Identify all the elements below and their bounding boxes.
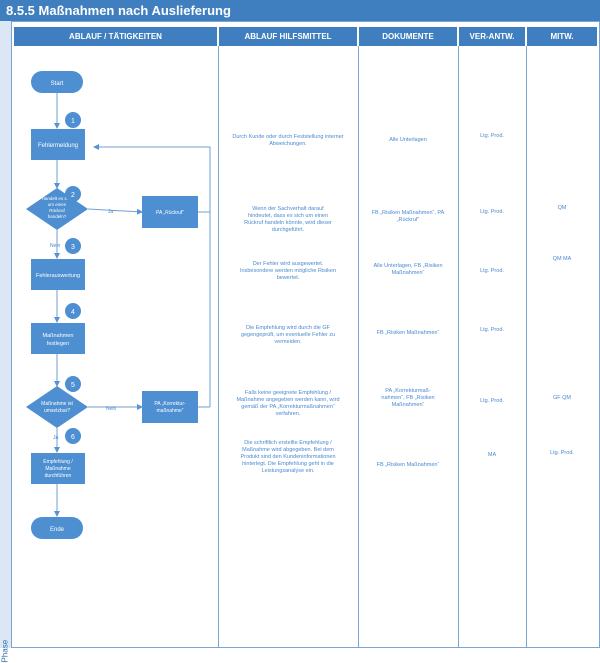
edge xyxy=(93,144,211,213)
column-divider xyxy=(458,46,459,648)
flowchart: Start Fehlermeldung Handelt es sich um e… xyxy=(26,71,211,539)
process-box xyxy=(31,453,85,484)
decision-label: Rückruf xyxy=(49,208,65,213)
edge-label: Nein xyxy=(50,243,61,249)
process-label: Fehlerauswertung xyxy=(36,273,80,279)
process-label: Fehlermeldung xyxy=(38,143,78,149)
column-divider xyxy=(358,46,359,648)
edge-label: Nein xyxy=(106,406,117,412)
end-label: Ende xyxy=(50,527,65,533)
step-number-badge xyxy=(65,186,81,202)
tools-text: Wenn der Sachverhalt darauf hindeutet, d… xyxy=(244,206,332,233)
step-number-badge xyxy=(65,238,81,254)
responsible-text: Ltg. Prod. xyxy=(480,398,504,404)
step-number-badge xyxy=(65,112,81,128)
participating-text: QM MA xyxy=(552,256,572,262)
step-number-badge xyxy=(65,303,81,319)
side-process-label: PA „Korrektur- xyxy=(154,401,186,407)
header-documents: DOKUMENTE xyxy=(359,27,457,46)
step-number: 1 xyxy=(71,118,75,125)
process-label: festlegen xyxy=(47,341,69,347)
process-box xyxy=(31,129,85,160)
edge-label: Ja xyxy=(108,209,114,215)
decision-label: umsetzbar? xyxy=(44,408,70,414)
edge-label: Ja xyxy=(53,435,59,441)
tools-text: Die schriftlich erstellte Empfehlung / M… xyxy=(240,440,336,474)
process-label: Maßnahme xyxy=(45,466,71,472)
decision-label: Handelt es sich xyxy=(42,196,73,201)
side-process-label: PA „Rückruf“ xyxy=(156,210,184,216)
tools-text: Falls keine geeignete Empfehlung / Maßna… xyxy=(236,390,340,417)
documents-text: Alle Unterlagen, FB „Risiken Maßnahmen“ xyxy=(373,263,443,276)
process-label: durchführen xyxy=(45,473,72,479)
process-label: Maßnahmen xyxy=(43,333,74,339)
responsible-text: Ltg. Prod. xyxy=(480,268,504,274)
process-label: Empfehlung / xyxy=(43,459,73,465)
step-number: 3 xyxy=(71,244,75,251)
decision-label: Maßnahme ist xyxy=(41,401,73,407)
page-title: 8.5.5 Maßnahmen nach Auslieferung xyxy=(0,0,600,21)
end-terminal xyxy=(31,517,83,539)
decision-diamond xyxy=(26,386,88,428)
documents-text: FB „Risiken Maßnahmen“ xyxy=(376,330,440,336)
step-number: 4 xyxy=(71,309,75,316)
step-number: 6 xyxy=(71,434,75,441)
header-responsible: VER-ANTW. xyxy=(459,27,525,46)
documents-text: FB „Risiken Maßnahmen“ xyxy=(376,462,440,468)
tools-text: Die Empfehlung wird durch die GF gegenge… xyxy=(240,325,336,345)
header-tools: ABLAUF HILFSMITTEL xyxy=(219,27,357,46)
header-participating: MITW. xyxy=(527,27,597,46)
decision-label: um einen xyxy=(48,202,67,207)
edge xyxy=(87,208,143,215)
responsible-text: MA xyxy=(487,452,497,458)
start-label: Start xyxy=(51,81,64,87)
side-process-box xyxy=(142,391,198,423)
start-terminal xyxy=(31,71,83,93)
process-box xyxy=(31,259,85,290)
participating-text: GF QM xyxy=(552,395,572,401)
tools-text: Der Fehler wird ausgewertet. Insbesonder… xyxy=(240,261,336,281)
side-process-label: maßnahme“ xyxy=(157,408,184,414)
column-divider xyxy=(526,46,527,648)
step-number-badge xyxy=(65,428,81,444)
participating-text: QM xyxy=(557,205,567,211)
process-box xyxy=(31,323,85,354)
tools-text: Durch Kunde oder durch Feststellung inte… xyxy=(232,134,344,147)
responsible-text: Ltg. Prod. xyxy=(480,133,504,139)
responsible-text: Ltg. Prod. xyxy=(480,327,504,333)
documents-text: PA „Korrekturmaß-nahmen“, FB „Risiken Ma… xyxy=(381,388,435,408)
participating-text: Ltg. Prod. xyxy=(550,450,574,456)
step-number-badge xyxy=(65,376,81,392)
step-number: 5 xyxy=(71,382,75,389)
column-divider xyxy=(218,46,219,648)
header-activity: ABLAUF / TÄTIGKEITEN xyxy=(14,27,217,46)
side-process-box xyxy=(142,196,198,228)
documents-text: FB „Risiken Maßnahmen“, PA „Rückruf“ xyxy=(371,210,445,223)
responsible-text: Ltg. Prod. xyxy=(480,209,504,215)
step-number: 2 xyxy=(71,192,75,199)
phase-strip: Phase xyxy=(0,21,12,663)
decision-label: handeln? xyxy=(48,214,67,219)
documents-text: Alle Unterlagen xyxy=(389,137,427,143)
